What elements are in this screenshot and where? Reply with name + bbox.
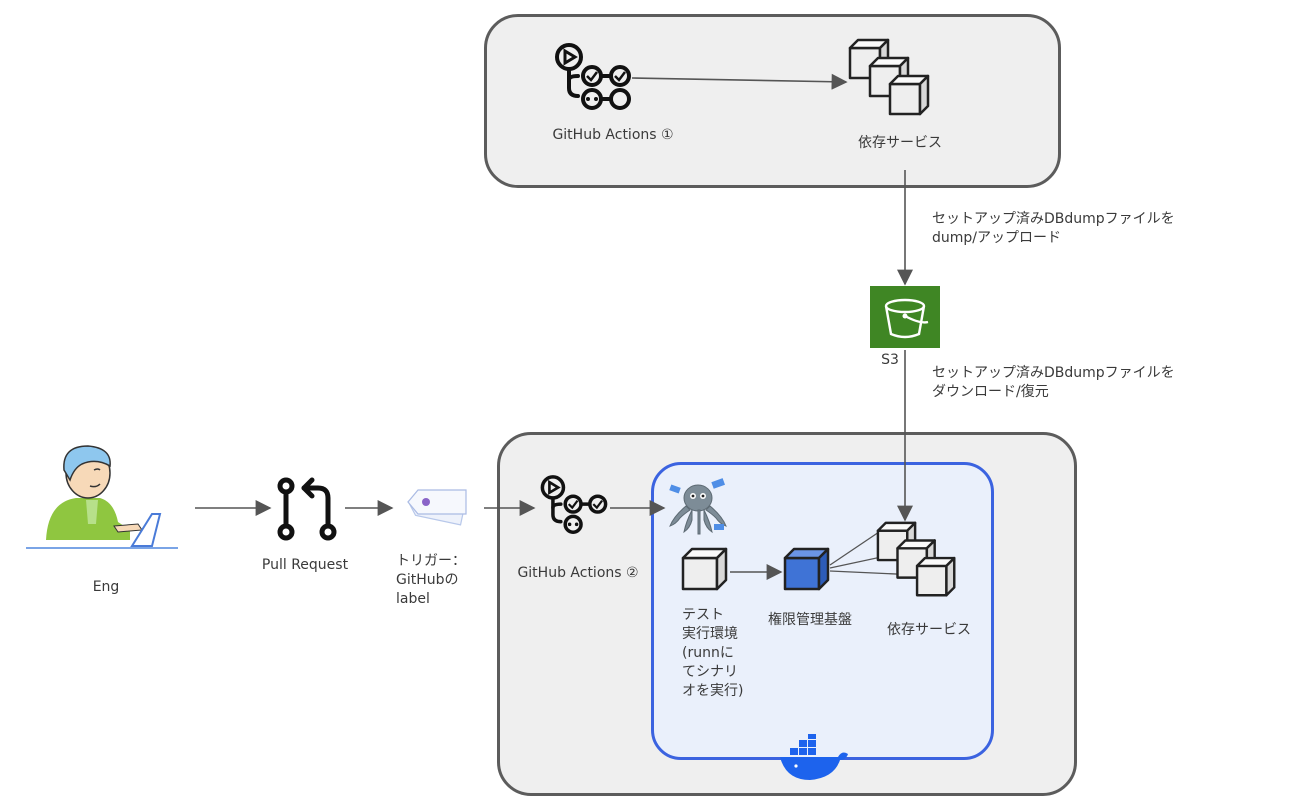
- upload-edge-label: セットアップ済みDBdumpファイルを dump/アップロード: [932, 211, 1175, 246]
- top-service-label: 依存サービス: [858, 135, 942, 151]
- test-environment-label: テスト 実行環境 (runnに てシナリ オを実行): [682, 607, 744, 699]
- arrow-actions1-to-service: [631, 73, 848, 90]
- download-edge-label: セットアップ済みDBdumpファイルを ダウンロード/復元: [932, 365, 1175, 400]
- top-group: [484, 14, 1061, 188]
- s3-label: S3: [881, 352, 899, 368]
- github-actions-icon: [540, 475, 608, 534]
- bottom-service-label: 依存サービス: [887, 622, 971, 638]
- pull-request-label: Pull Request: [261, 557, 349, 573]
- octopus-icon: [669, 478, 727, 535]
- auth-platform-label: 権限管理基盤: [768, 612, 852, 628]
- bottom-actions-label: GitHub Actions ②: [517, 565, 639, 581]
- eng-label: Eng: [92, 579, 120, 595]
- dependency-services-icon: [848, 38, 930, 116]
- docker-whale-icon: [780, 734, 848, 780]
- top-actions-label: GitHub Actions ①: [552, 127, 674, 143]
- auth-platform-cube-icon: [783, 547, 830, 591]
- dependency-services-icon: [876, 521, 956, 597]
- trigger-label: トリガー： GitHubの label: [396, 553, 466, 607]
- engineer-at-laptop-icon: [26, 445, 178, 549]
- github-actions-icon: [555, 43, 631, 110]
- label-tag-icon: [407, 489, 467, 526]
- git-pull-request-icon: [277, 477, 337, 541]
- test-environment-cube-icon: [681, 547, 728, 591]
- s3-bucket-icon: [870, 286, 940, 348]
- link-auth-service-1: [829, 529, 883, 566]
